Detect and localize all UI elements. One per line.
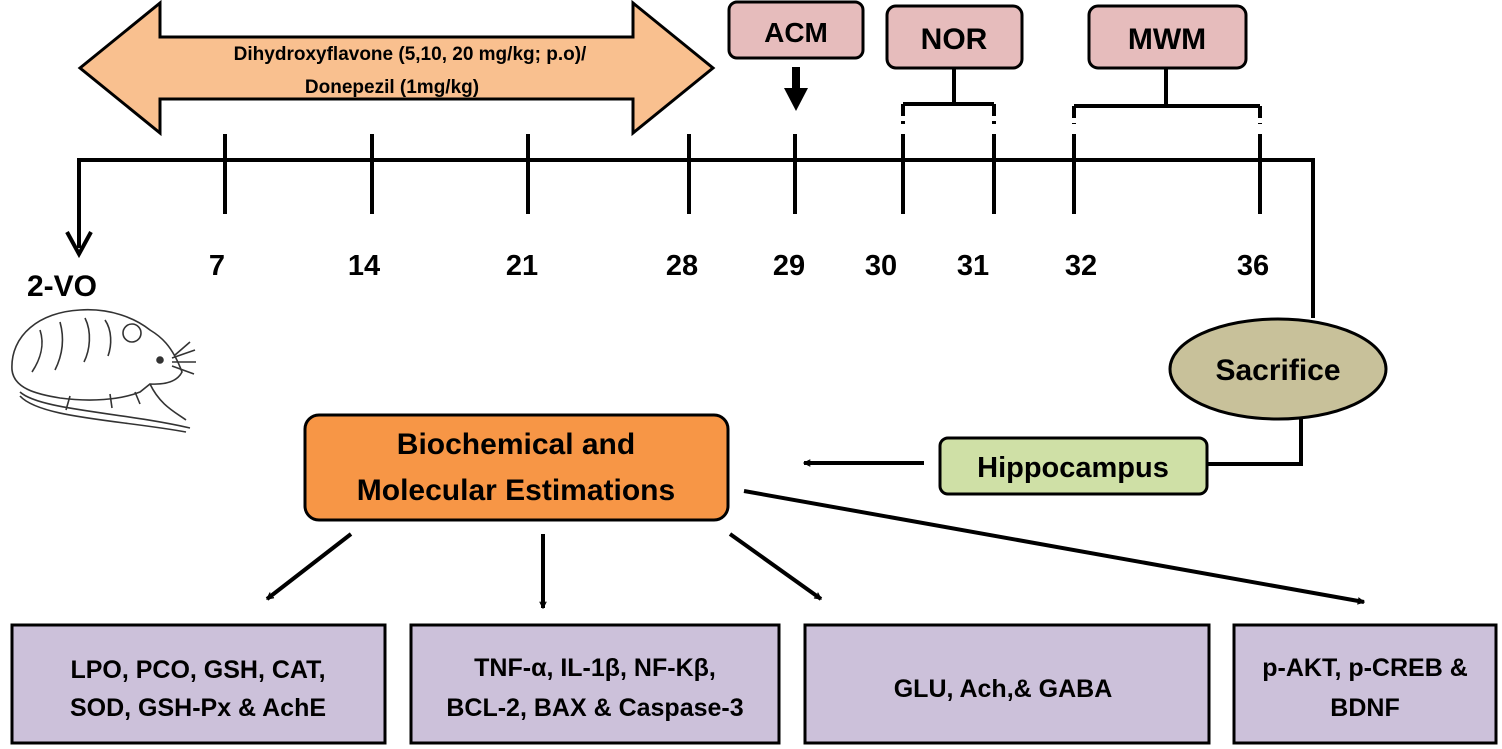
timeline	[65, 134, 1315, 318]
sacrifice-label: Sacrifice	[1215, 354, 1340, 387]
sacrifice-to-hippocampus-connector	[1207, 418, 1303, 466]
outcome-box-neurotransmitter-line1: GLU, Ach,& GABA	[894, 675, 1113, 703]
estimations-node: Biochemical and Molecular Estimations	[303, 413, 730, 522]
outcome-box-inflammation: TNF-α, IL-1β, NF-Kβ, BCL-2, BAX & Caspas…	[409, 623, 781, 745]
estimation-arrows	[265, 489, 1364, 608]
timeline-label-day-7: 7	[209, 250, 225, 282]
outcome-box-signaling: p-AKT, p-CREB & BDNF	[1232, 623, 1498, 745]
acm-arrow-shaft	[792, 67, 800, 88]
acm-test: ACM	[727, 0, 865, 111]
timeline-label-day-30: 30	[865, 250, 897, 282]
mwm-label: MWM	[1128, 23, 1206, 56]
estimations-label-line2: Molecular Estimations	[357, 474, 675, 507]
timeline-label-day-14: 14	[348, 250, 380, 282]
nor-bracket	[901, 68, 996, 124]
mwm-test: MWM	[1072, 4, 1262, 124]
outcome-box-neurotransmitter: GLU, Ach,& GABA	[803, 623, 1211, 745]
timeline-label-day-31: 31	[957, 250, 989, 282]
timeline-label-day-28: 28	[666, 250, 698, 282]
treatment-label-line2: Donepezil (1mg/kg)	[305, 77, 479, 98]
outcome-box-inflammation-line2: BCL-2, BAX & Caspase-3	[446, 694, 743, 722]
treatment-period-arrow: Dihydroxyflavone (5,10, 20 mg/kg; p.o)/ …	[77, 0, 716, 137]
sacrifice-node: Sacrifice	[1168, 317, 1388, 421]
timeline-label-day-29: 29	[773, 250, 805, 282]
start-arrow-head	[65, 231, 93, 259]
hippocampus-node: Hippocampus	[938, 436, 1209, 496]
timeline-label-day-32: 32	[1065, 250, 1097, 282]
outcome-box-signaling-line1: p-AKT, p-CREB &	[1262, 654, 1468, 682]
mwm-bracket	[1072, 68, 1262, 124]
nor-label: NOR	[921, 23, 988, 56]
outcome-box-signaling-line2: BDNF	[1330, 694, 1399, 722]
arrow-to-oxidative-box	[265, 532, 353, 601]
acm-label: ACM	[764, 17, 828, 48]
arrow-to-neurotransmitter-box	[728, 532, 823, 601]
timeline-label-day-36: 36	[1237, 250, 1269, 282]
outcome-box-inflammation-line1: TNF-α, IL-1β, NF-Kβ,	[474, 654, 716, 682]
acm-arrow-head	[784, 88, 808, 111]
estimations-label-line1: Biochemical and	[397, 428, 635, 461]
outcome-box-oxidative-line1: LPO, PCO, GSH, CAT,	[70, 656, 325, 684]
start-label-2vo: 2-VO	[27, 270, 97, 303]
hippocampus-label: Hippocampus	[977, 452, 1169, 484]
timeline-label-day-21: 21	[506, 250, 538, 282]
treatment-label-line1: Dihydroxyflavone (5,10, 20 mg/kg; p.o)/	[234, 44, 587, 65]
outcome-box-oxidative: LPO, PCO, GSH, CAT, SOD, GSH-Px & AchE	[10, 623, 387, 745]
outcome-box-oxidative-line2: SOD, GSH-Px & AchE	[70, 694, 326, 722]
rat-icon	[11, 308, 196, 433]
arrow-to-signaling-box	[743, 489, 1364, 602]
nor-test: NOR	[885, 4, 1024, 124]
